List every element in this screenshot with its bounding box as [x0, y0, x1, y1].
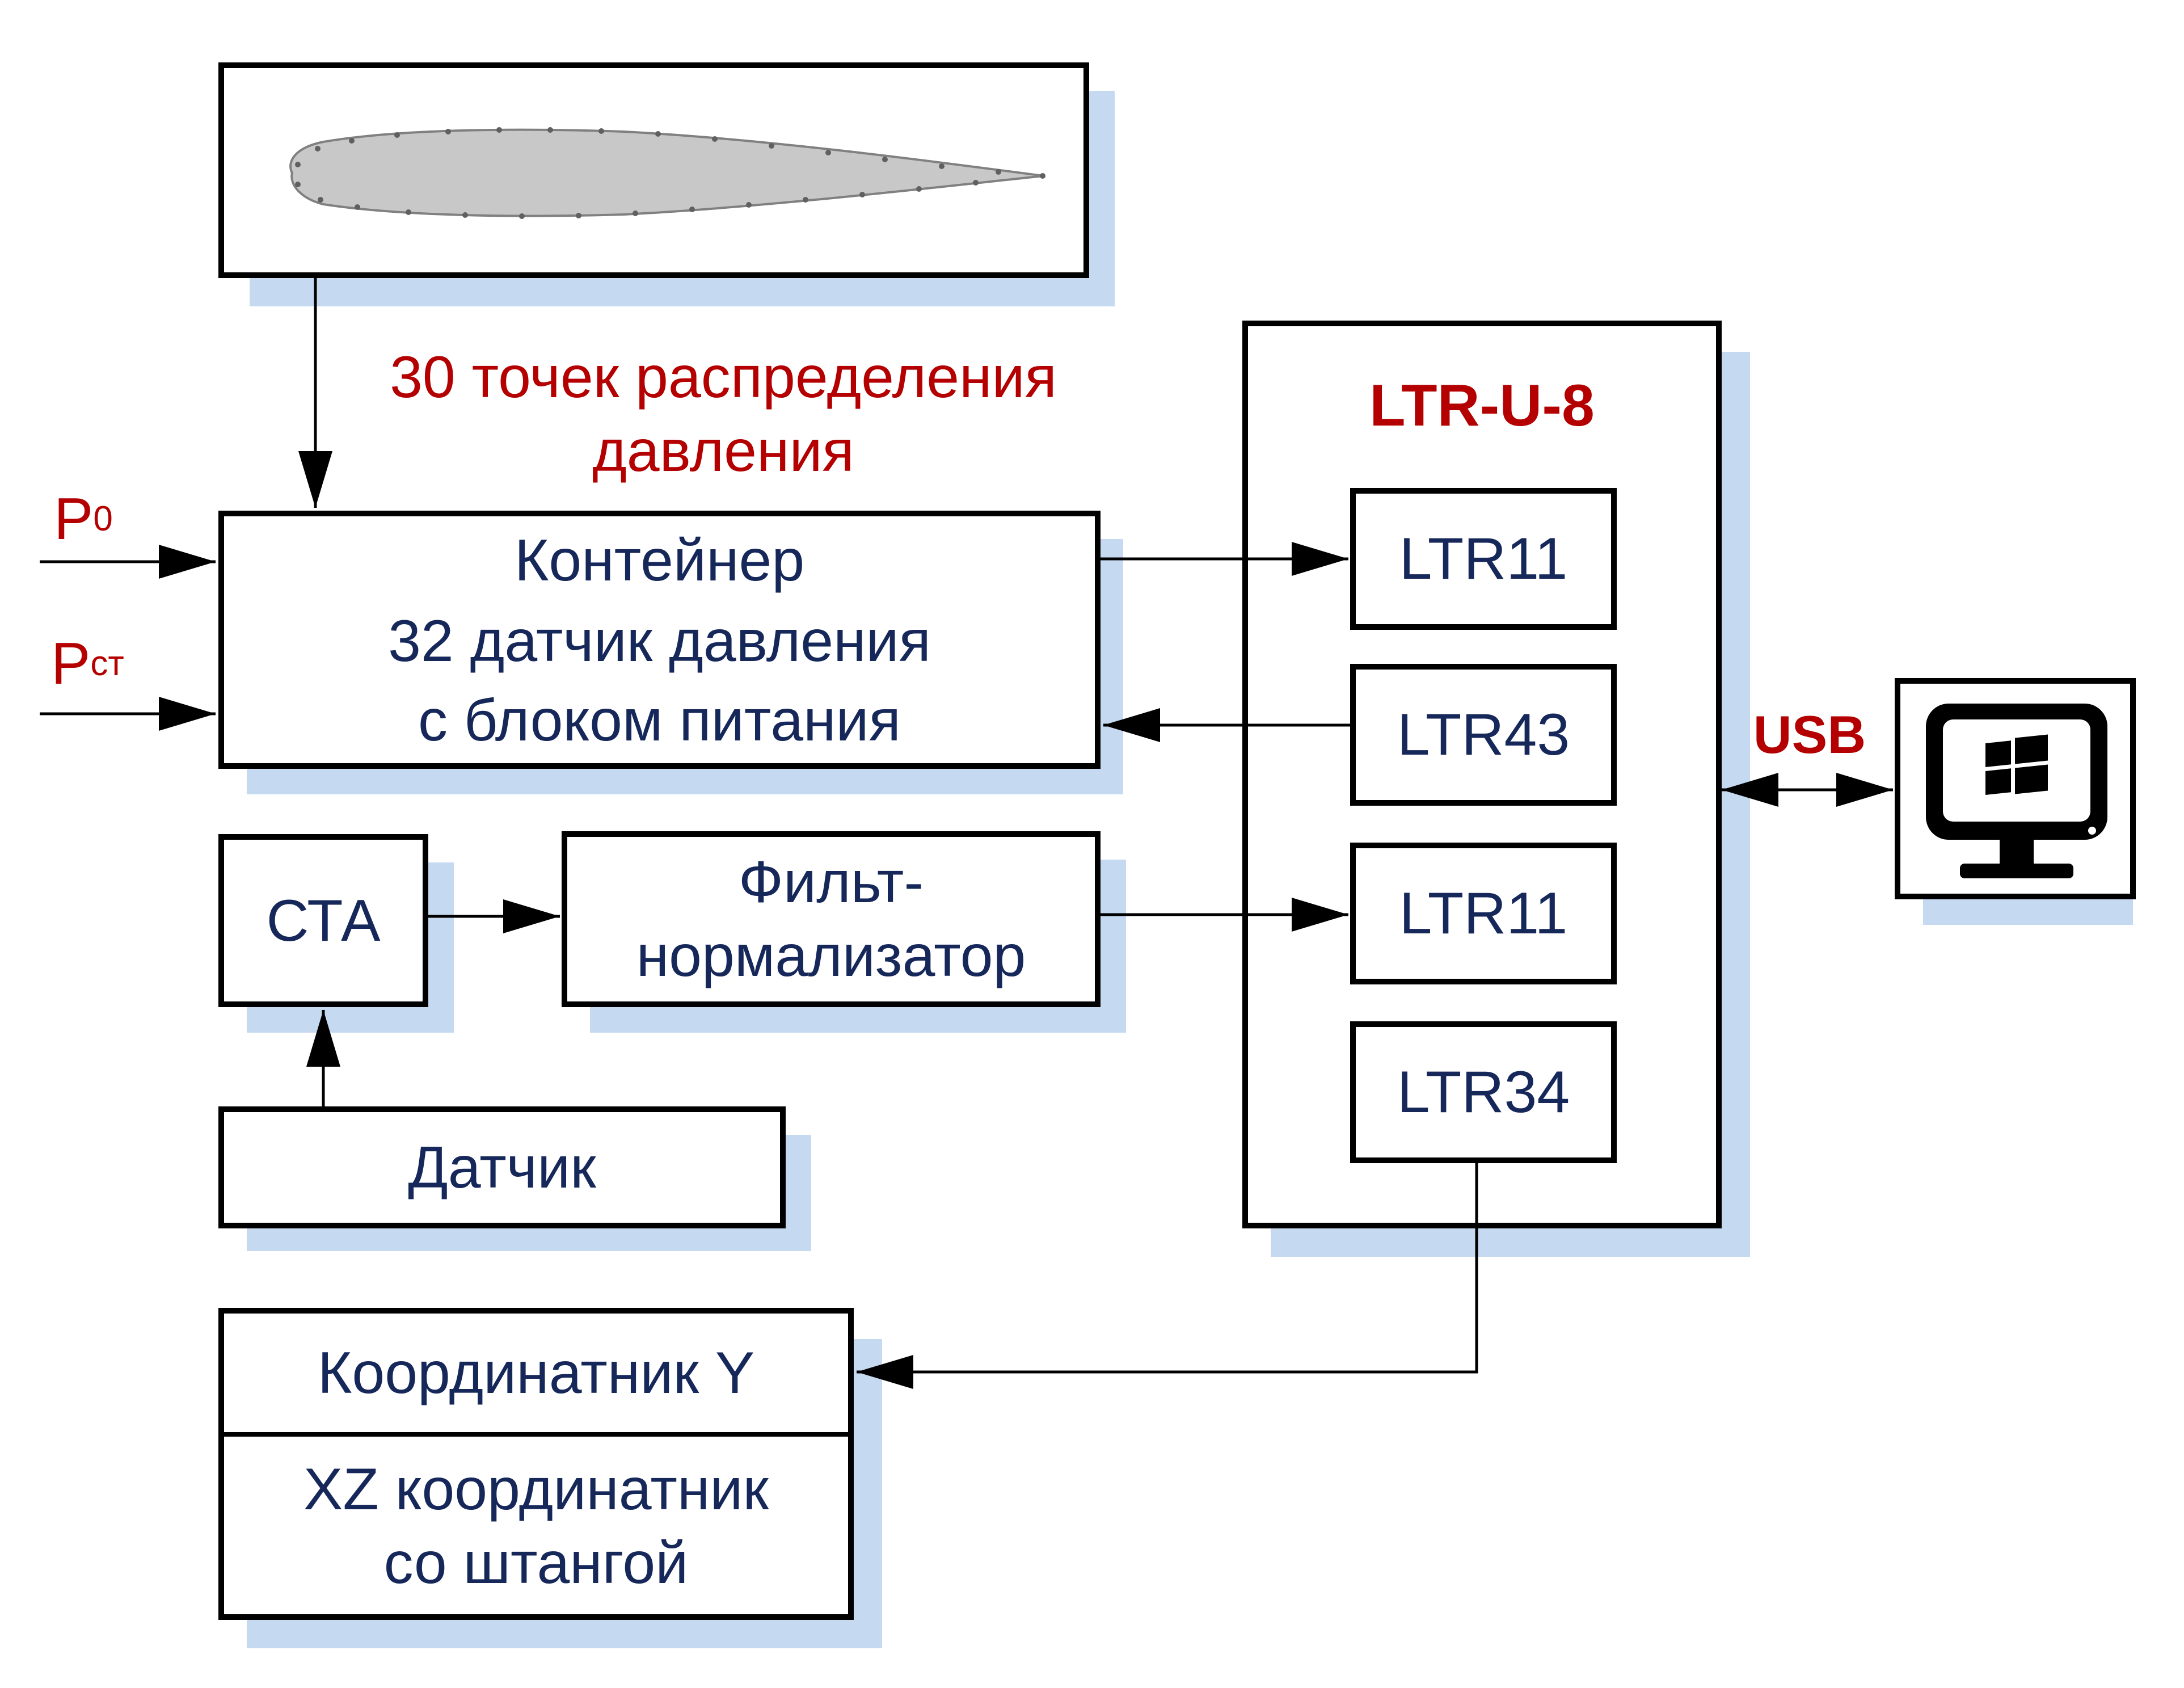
coordinate-stage-box	[218, 1308, 854, 1620]
ltr34-to-coordinate-arrow	[857, 1160, 1478, 1389]
ltr11-module-2	[1350, 843, 1617, 984]
ltr34-module	[1350, 1021, 1617, 1163]
windows-computer-icon	[1926, 704, 2107, 878]
cta-label: СТА	[266, 887, 381, 954]
cta-box	[218, 834, 428, 1007]
connections	[40, 275, 1893, 1389]
container-title: Контейнер	[514, 527, 805, 593]
ltr11-label-1: LTR11	[1399, 526, 1568, 592]
filter-box	[562, 831, 1101, 1007]
crate-title: LTR-U-8	[1369, 373, 1595, 439]
coordinate-y-label: Координатник Y	[317, 1340, 755, 1406]
pst-subscript: ст	[90, 644, 124, 684]
ltr11-label-2: LTR11	[1399, 881, 1568, 946]
filter-label: Фильт- нормализатор	[636, 849, 1026, 989]
container-box	[218, 511, 1101, 769]
p0-main: P	[54, 486, 94, 552]
airfoil-icon	[289, 127, 1045, 219]
container-sensors: 32 датчик давления	[388, 608, 931, 674]
airfoil-points-caption: 30 точек распределения давления	[390, 344, 1057, 484]
sensor-box	[218, 1106, 786, 1228]
coordinate-xz-label: XZ координатник со штангой	[303, 1457, 769, 1596]
ltr34-label: LTR34	[1397, 1059, 1570, 1125]
ltr43-label: LTR43	[1397, 702, 1570, 768]
container-power: с блоком питания	[418, 688, 901, 754]
ltr43-module	[1350, 664, 1617, 806]
sensor-label: Датчик	[408, 1134, 596, 1201]
pst-main: P	[51, 631, 91, 697]
p0-subscript: 0	[93, 499, 113, 539]
usb-label: USB	[1753, 705, 1866, 765]
ltr11-module-1	[1350, 488, 1617, 630]
